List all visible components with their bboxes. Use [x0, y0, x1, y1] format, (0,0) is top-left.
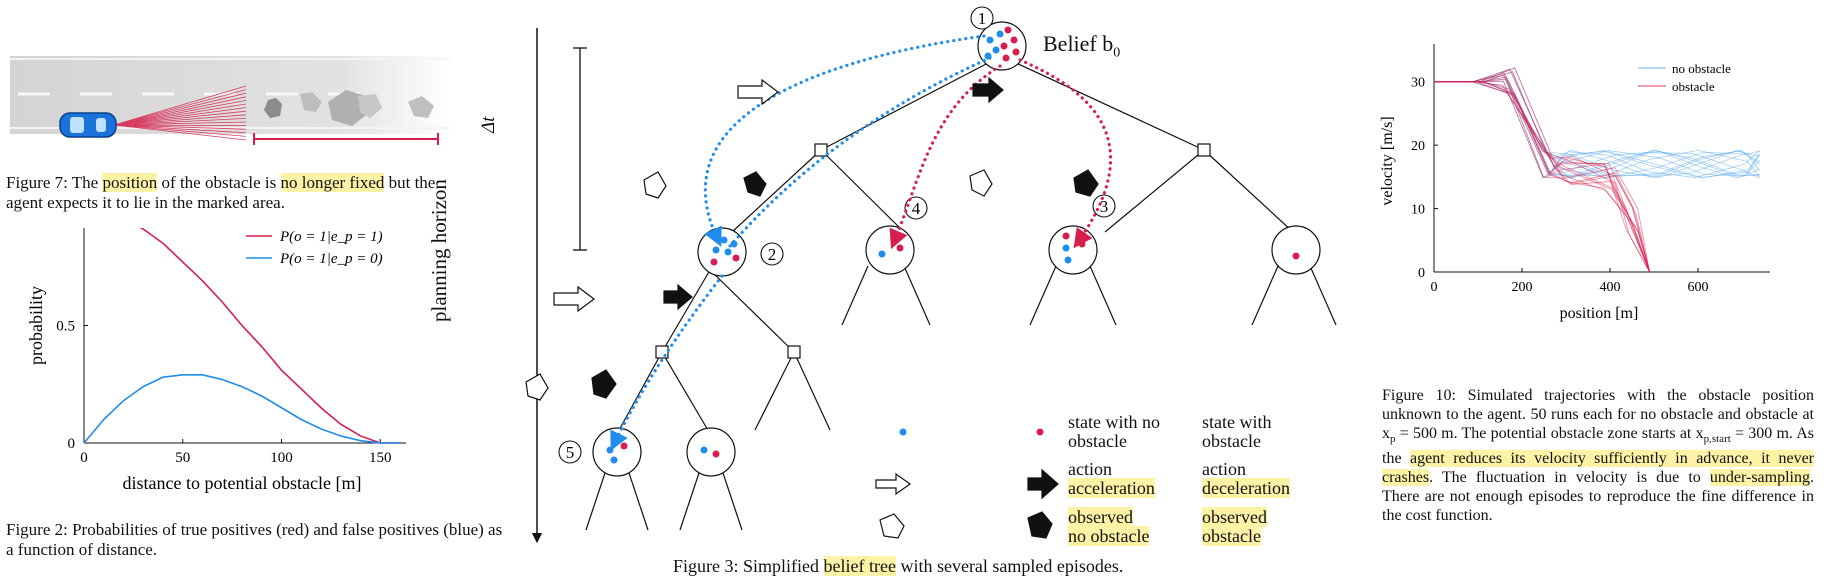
y-tick-label: 20 — [1411, 139, 1425, 154]
y-tick-label: 10 — [1411, 203, 1425, 218]
series-1-run — [1434, 76, 1650, 273]
x-tick-label: 600 — [1688, 280, 1709, 295]
fig10-caption: Figure 10: Simulated trajectories with t… — [1382, 387, 1815, 525]
x-tick-label: 150 — [369, 450, 392, 466]
series-line-1 — [83, 374, 400, 444]
series-line-0 — [139, 228, 400, 444]
x-tick-label: 0 — [1431, 280, 1438, 295]
legend-label-0: P(o = 1|e_p = 1) — [279, 229, 383, 245]
fig3-caption: Figure 3: Simplified belief tree with se… — [673, 556, 1124, 576]
y-tick-label: 0.5 — [56, 319, 75, 335]
svg-text:3: 3 — [1100, 197, 1109, 216]
x-tick-label: 200 — [1512, 280, 1533, 295]
svg-text:4: 4 — [912, 199, 921, 218]
fig2-caption: Figure 2: Probabilities of true positive… — [6, 520, 503, 559]
series-0-run — [1434, 81, 1760, 178]
svg-text:1: 1 — [978, 9, 987, 28]
series-1-run — [1434, 81, 1650, 273]
svg-text:2: 2 — [768, 245, 777, 264]
x-tick-label: 400 — [1600, 280, 1621, 295]
fig10-velocity-chart: 0 200 400 600 0 10 20 30 position [m] velocity [m… — [1379, 44, 1770, 322]
delta-t-label: Δt — [478, 116, 499, 133]
x-tick-label: 0 — [80, 450, 88, 466]
legend-label-0: no obstacle — [1672, 61, 1731, 76]
rock-obstacles — [264, 90, 434, 126]
series-1-run — [1434, 81, 1650, 273]
y-tick-label: 0 — [68, 436, 76, 452]
y-tick-label: 0 — [1418, 266, 1425, 281]
y-axis-label: probability — [26, 286, 46, 365]
planning-horizon-label: planning horizon — [427, 179, 451, 322]
y-tick-label: 30 — [1411, 76, 1425, 91]
fig7-caption: Figure 7: The position of the obstacle i… — [6, 173, 436, 212]
belief-label: Belief b0 — [1043, 31, 1121, 61]
legend-label-1: obstacle — [1672, 79, 1715, 94]
fig3-belief-tree: 1 2 3 4 5 — [525, 6, 1337, 544]
y-axis-label: velocity [m/s] — [1379, 116, 1396, 205]
series-1-run — [1434, 67, 1650, 273]
car-icon — [59, 112, 117, 138]
series-1-run — [1434, 68, 1650, 273]
x-tick-label: 100 — [270, 450, 293, 466]
legend-label-1: P(o = 1|e_p = 0) — [279, 251, 383, 267]
fig7-road-image — [10, 56, 450, 145]
series-1-run — [1434, 81, 1650, 273]
series-1-run — [1434, 74, 1650, 273]
svg-text:5: 5 — [566, 443, 575, 462]
x-axis-label: position [m] — [1560, 305, 1639, 322]
x-axis-label: distance to potential obstacle [m] — [123, 473, 362, 493]
x-tick-label: 50 — [175, 450, 190, 466]
